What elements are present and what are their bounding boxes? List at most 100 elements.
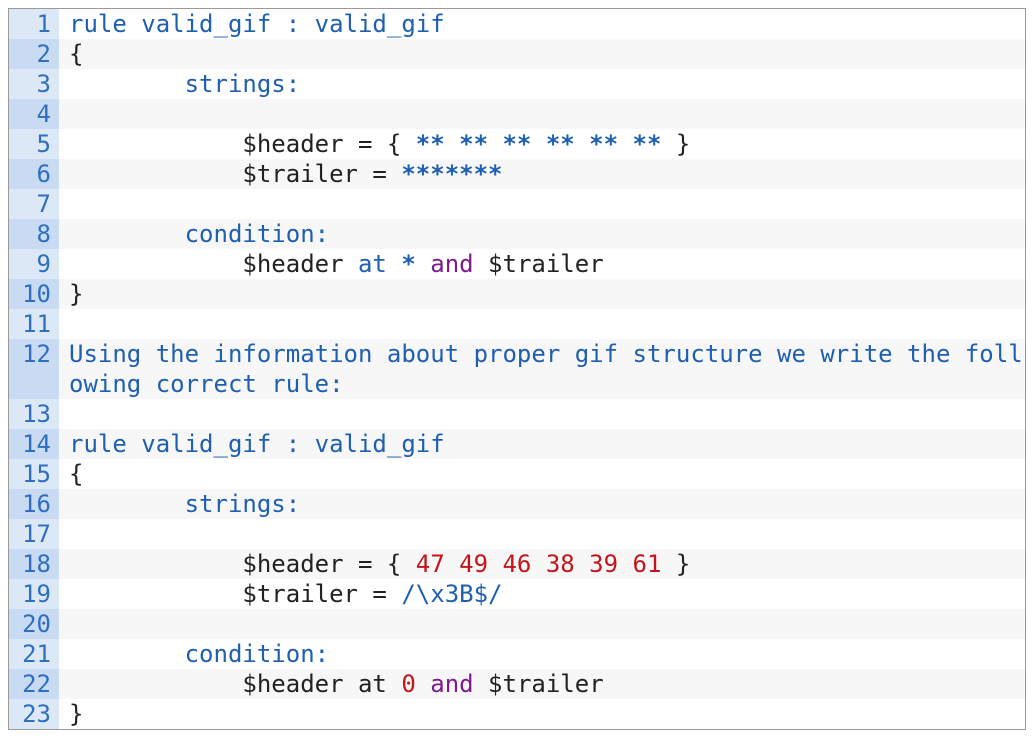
line-number: 10: [9, 279, 59, 309]
code-token: Using the information about proper gif s…: [69, 340, 1023, 398]
code-text: condition:: [59, 639, 1025, 669]
code-token: /\x3B$/: [401, 580, 503, 608]
code-token: {: [69, 40, 84, 68]
code-token: $trailer =: [69, 160, 402, 188]
line-number: 22: [9, 669, 59, 699]
code-text: [59, 609, 1025, 639]
code-line: 4: [9, 99, 1025, 129]
code-text: {: [59, 459, 1025, 489]
code-line: 21 condition:: [9, 639, 1025, 669]
line-number: 16: [9, 489, 59, 519]
line-number: 8: [9, 219, 59, 249]
line-number: 12: [9, 339, 59, 399]
code-token: 0: [401, 670, 431, 698]
line-number: 18: [9, 549, 59, 579]
line-number: 13: [9, 399, 59, 429]
code-token: }: [661, 550, 691, 578]
code-line: 13: [9, 399, 1025, 429]
code-text: Using the information about proper gif s…: [59, 339, 1025, 399]
line-number: 17: [9, 519, 59, 549]
code-line: 17: [9, 519, 1025, 549]
code-token: $header = {: [69, 550, 416, 578]
code-token: at: [357, 250, 402, 278]
code-token: and: [430, 670, 489, 698]
code-token: $trailer: [488, 670, 604, 698]
code-text: strings:: [59, 489, 1025, 519]
code-token: and: [430, 250, 489, 278]
code-text: }: [59, 279, 1025, 309]
code-text: rule valid_gif : valid_gif: [59, 429, 1025, 459]
code-text: [59, 519, 1025, 549]
line-number: 7: [9, 189, 59, 219]
code-token: $header: [69, 670, 358, 698]
code-token: $trailer: [488, 250, 604, 278]
line-number: 6: [9, 159, 59, 189]
code-token: at: [357, 670, 402, 698]
line-number: 11: [9, 309, 59, 339]
code-token: }: [69, 280, 84, 308]
line-number: 1: [9, 9, 59, 39]
line-number: 21: [9, 639, 59, 669]
code-line: 2{: [9, 39, 1025, 69]
code-line: 20: [9, 609, 1025, 639]
code-token: strings:: [69, 490, 301, 518]
code-token: *: [401, 250, 431, 278]
code-token: $header = {: [69, 130, 416, 158]
code-text: $trailer = /\x3B$/: [59, 579, 1025, 609]
code-token: strings:: [69, 70, 301, 98]
line-number: 23: [9, 699, 59, 729]
code-text: [59, 189, 1025, 219]
code-token: condition:: [69, 220, 330, 248]
code-text: [59, 99, 1025, 129]
code-text: $header = { ** ** ** ** ** ** }: [59, 129, 1025, 159]
code-token: rule valid_gif : valid_gif: [69, 10, 445, 38]
code-text: strings:: [59, 69, 1025, 99]
code-text: {: [59, 39, 1025, 69]
code-text: rule valid_gif : valid_gif: [59, 9, 1025, 39]
code-line: 18 $header = { 47 49 46 38 39 61 }: [9, 549, 1025, 579]
code-line: 9 $header at * and $trailer: [9, 249, 1025, 279]
code-token: ** ** ** ** ** **: [415, 130, 662, 158]
code-line: 7: [9, 189, 1025, 219]
code-line: 16 strings:: [9, 489, 1025, 519]
code-line: 3 strings:: [9, 69, 1025, 99]
code-token: {: [69, 460, 84, 488]
code-text: $header = { 47 49 46 38 39 61 }: [59, 549, 1025, 579]
line-number: 2: [9, 39, 59, 69]
code-line: 19 $trailer = /\x3B$/: [9, 579, 1025, 609]
code-token: 47 49 46 38 39 61: [415, 550, 662, 578]
code-line: 14 rule valid_gif : valid_gif: [9, 429, 1025, 459]
line-number: 5: [9, 129, 59, 159]
code-line: 23}: [9, 699, 1025, 729]
code-token: }: [69, 700, 84, 728]
code-text: }: [59, 699, 1025, 729]
code-token: }: [661, 130, 691, 158]
code-text: $header at 0 and $trailer: [59, 669, 1025, 699]
line-number: 19: [9, 579, 59, 609]
code-line: 6 $trailer = *******: [9, 159, 1025, 189]
code-line: 10}: [9, 279, 1025, 309]
line-number: 4: [9, 99, 59, 129]
line-number: 9: [9, 249, 59, 279]
code-token: $header: [69, 250, 358, 278]
code-line: 5 $header = { ** ** ** ** ** ** }: [9, 129, 1025, 159]
line-number: 15: [9, 459, 59, 489]
code-line: 8 condition:: [9, 219, 1025, 249]
line-number: 20: [9, 609, 59, 639]
code-token: $trailer =: [69, 580, 402, 608]
code-line: 11: [9, 309, 1025, 339]
code-text: [59, 399, 1025, 429]
line-number: 3: [9, 69, 59, 99]
code-text: [59, 309, 1025, 339]
line-number: 14: [9, 429, 59, 459]
code-text: condition:: [59, 219, 1025, 249]
code-text: $trailer = *******: [59, 159, 1025, 189]
code-token: condition:: [69, 640, 330, 668]
code-text: $header at * and $trailer: [59, 249, 1025, 279]
code-token: *******: [401, 160, 503, 188]
code-token: rule valid_gif : valid_gif: [69, 430, 445, 458]
code-line: 22 $header at 0 and $trailer: [9, 669, 1025, 699]
code-line: 1 rule valid_gif : valid_gif: [9, 9, 1025, 39]
